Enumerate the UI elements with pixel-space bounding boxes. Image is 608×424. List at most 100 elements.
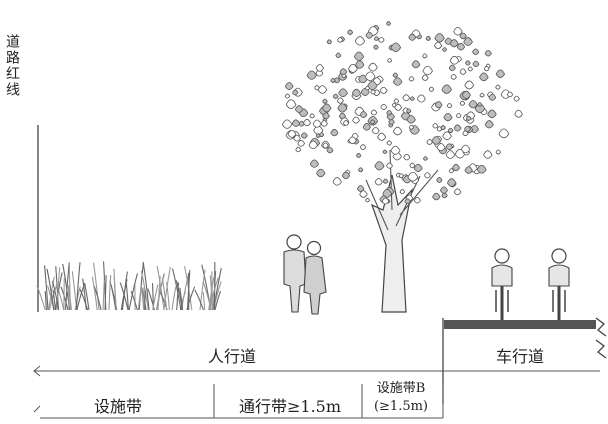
canopy-leaf [354, 36, 366, 46]
shrub-blade [138, 262, 145, 311]
canopy-leaf [459, 32, 467, 40]
canopy-leaf [443, 113, 453, 122]
canopy-leaf [442, 131, 452, 141]
canopy-leaf [380, 103, 388, 110]
canopy-leaf [367, 80, 378, 91]
canopy-leaf [365, 197, 371, 203]
canopy-leaf [359, 111, 368, 119]
canopy-leaf [408, 76, 415, 82]
sidewalk-label: 人行道 [208, 347, 256, 366]
canopy-leaf [386, 140, 393, 146]
canopy-leaf [381, 197, 390, 205]
cyclist-illustration-2 [548, 248, 570, 322]
canopy-leaf [467, 66, 473, 72]
break-mark-bottom [595, 339, 607, 359]
shrub-blade [142, 262, 150, 311]
canopy-leaf [337, 37, 344, 43]
shrub-blade [44, 291, 47, 311]
canopy-leaf [445, 150, 456, 159]
canopy-leaf [326, 39, 333, 45]
canopy-leaf [403, 153, 411, 161]
canopy-leaf [379, 86, 388, 94]
cyclist-illustration-1 [491, 248, 513, 322]
shrub-blade [202, 291, 206, 311]
canopy-leaf [297, 139, 305, 147]
canopy-leaf [440, 125, 446, 131]
canopy-leaf [390, 42, 402, 52]
canopy-leaf [294, 105, 304, 113]
shrub-blade [194, 289, 204, 311]
canopy-leaf [285, 99, 297, 109]
canopy-leaf [413, 197, 421, 204]
canopy-leaf [449, 55, 460, 65]
canopy-leaf [374, 178, 383, 186]
canopy-leaf [495, 69, 506, 78]
break-mark-top [595, 317, 607, 337]
canopy-leaf [312, 119, 322, 128]
canopy-leaf [320, 120, 328, 127]
canopy-leaf [446, 103, 453, 109]
canopy-leaf [388, 118, 395, 125]
canopy-leaf [495, 84, 501, 90]
canopy-leaf [424, 172, 431, 179]
shrub-blade [137, 289, 142, 311]
shrub-blade [202, 281, 212, 311]
canopy-leaf [445, 143, 454, 151]
canopy-leaf [371, 126, 380, 135]
canopy-leaf [447, 127, 454, 134]
canopy-leaf [464, 166, 473, 174]
canopy-leaf [487, 109, 497, 119]
shrub-blade [56, 267, 61, 311]
canopy-leaf [422, 65, 433, 76]
canopy-leaf [284, 82, 294, 90]
canopy-leaf [431, 136, 442, 145]
shrub-blade [84, 283, 90, 311]
canopy-leaf [514, 109, 523, 118]
shrub-blade [141, 287, 145, 311]
canopy-leaf [394, 103, 403, 111]
canopy-leaf [353, 51, 365, 61]
canopy-leaf [408, 33, 417, 41]
canopy-leaf [452, 163, 461, 172]
canopy-leaf [409, 96, 415, 101]
canopy-leaf [386, 162, 393, 169]
canopy-leaf [439, 186, 448, 194]
canopy-leaf [348, 136, 357, 145]
shrub-blade [111, 287, 117, 311]
shrub-blade [76, 282, 86, 311]
canopy-leaf [459, 68, 467, 75]
canopy-leaf [484, 50, 492, 57]
canopy-leaf [416, 94, 426, 103]
canopy-leaf [460, 144, 471, 154]
canopy-leaf [322, 98, 328, 104]
canopy-leaf [370, 109, 378, 116]
canopy-leaf [434, 101, 443, 109]
shrub-blade [102, 279, 105, 311]
canopy-leaf [472, 48, 480, 55]
canopy-leaf [374, 161, 385, 171]
canopy-leaf [432, 192, 441, 201]
shrub-blade [52, 290, 56, 311]
planting-zone-label-line2: (≥1.5m) [374, 399, 428, 414]
pedestrian-couple-illustration [283, 234, 327, 315]
canopy-leaf [351, 88, 361, 98]
canopy-leaf [404, 198, 411, 205]
canopy-leaf [456, 42, 466, 51]
canopy-leaf [382, 149, 388, 155]
canopy-leaf [316, 168, 326, 178]
canopy-leaf [386, 110, 393, 116]
canopy-leaf [308, 140, 318, 150]
canopy-leaf [411, 60, 421, 69]
canopy-leaf [292, 89, 299, 96]
canopy-leaf [358, 167, 364, 173]
canopy-leaf [342, 120, 350, 126]
canopy-leaf [462, 130, 469, 137]
canopy-leaf [281, 119, 293, 129]
canopy-leaf [330, 128, 339, 137]
canopy-leaf [422, 156, 428, 161]
shrub-blade [176, 282, 180, 311]
shrub-illustration [36, 261, 222, 311]
canopy-leaf [428, 86, 435, 92]
canopy-leaf [382, 178, 389, 184]
canopy-leaf [434, 33, 445, 43]
